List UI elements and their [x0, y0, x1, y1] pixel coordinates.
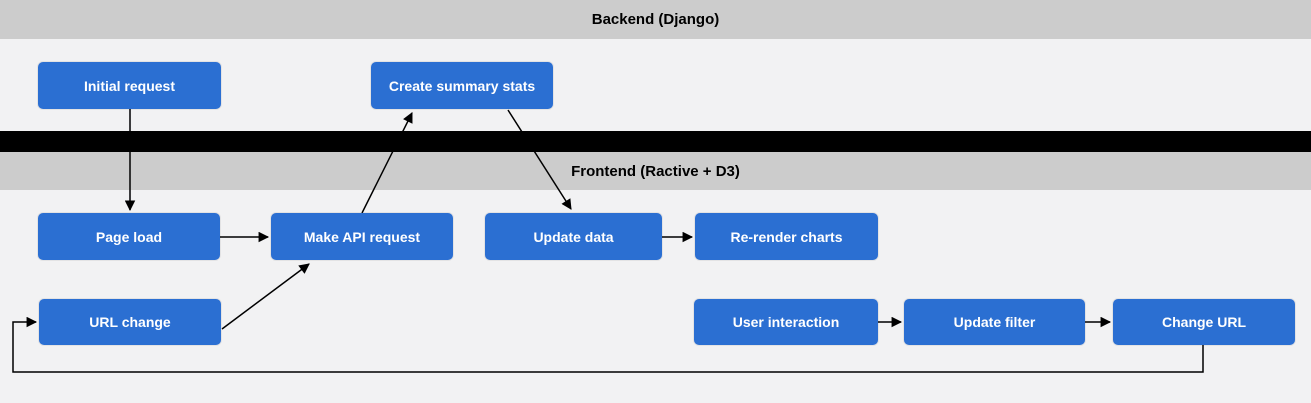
lane-title-frontend: Frontend (Ractive + D3) — [571, 162, 740, 180]
lane-header-backend: Backend (Django) — [0, 0, 1311, 39]
node-make-api-request: Make API request — [271, 213, 453, 260]
node-update-filter: Update filter — [904, 299, 1085, 345]
edge-url-change-to-make-api-request — [221, 263, 310, 330]
lane-header-frontend: Frontend (Ractive + D3) — [0, 152, 1311, 190]
edge-change-url-to-url-change — [12, 316, 1204, 373]
node-change-url: Change URL — [1113, 299, 1295, 345]
node-create-summary-stats: Create summary stats — [371, 62, 553, 109]
node-page-load: Page load — [38, 213, 220, 260]
lane-title-backend: Backend (Django) — [591, 11, 720, 28]
node-user-interaction: User interaction — [694, 299, 878, 345]
node-update-data: Update data — [485, 213, 662, 260]
lane-divider-bar — [0, 131, 1311, 152]
node-re-render-charts: Re-render charts — [695, 213, 878, 260]
node-initial-request: Initial request — [38, 62, 221, 109]
edge-make-api-request-to-create-summary-stats — [361, 112, 413, 214]
edge-create-summary-stats-to-update-data — [507, 109, 572, 210]
node-url-change: URL change — [39, 299, 221, 345]
